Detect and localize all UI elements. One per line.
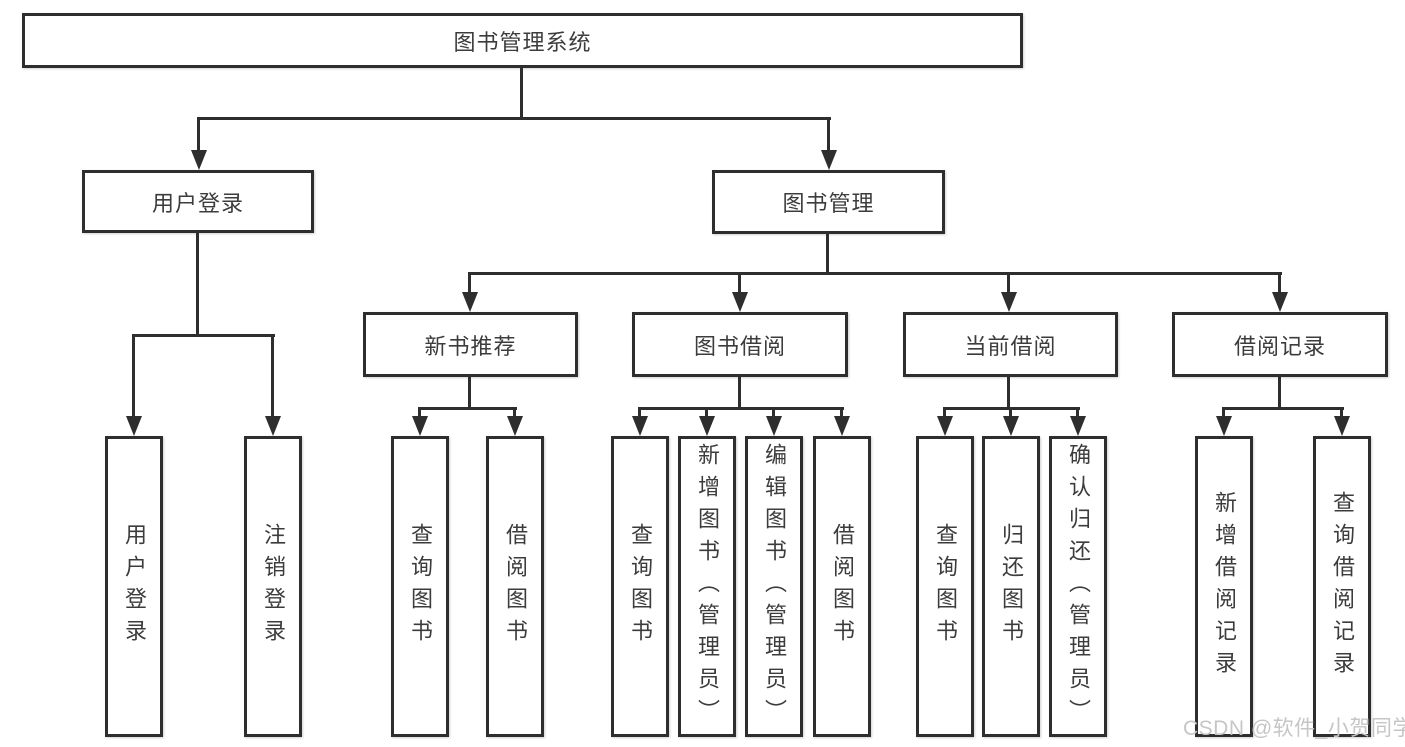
connector-arrow-line: [1007, 272, 1010, 295]
connector-vline: [738, 377, 741, 410]
connector-vline: [1278, 377, 1281, 410]
arrowhead-icon: [937, 416, 953, 436]
node-user-login-label: 用户登录: [151, 190, 244, 216]
arrowhead-icon: [1001, 292, 1017, 312]
leaf-borrow-books: 借阅图书: [813, 436, 871, 737]
arrowhead-icon: [1216, 416, 1232, 436]
connector-vline: [1007, 377, 1010, 410]
leaf-confirm-return-admin: 确认归还（管理员）: [1049, 436, 1107, 737]
connector-vline: [826, 234, 829, 275]
connector-hline: [418, 407, 517, 410]
connector-hline: [638, 407, 844, 410]
leaf-user-login-label: 用户登录: [122, 522, 147, 651]
arrowhead-icon: [632, 416, 648, 436]
arrowhead-icon: [699, 416, 715, 436]
node-book-borrow: 图书借阅: [632, 312, 848, 377]
connector-arrow-line: [943, 407, 946, 419]
leaf-return-book: 归还图书: [982, 436, 1040, 737]
connector-arrow-line: [418, 407, 421, 419]
connector-vline: [468, 377, 471, 410]
leaf-borrow-books-recommend: 借阅图书: [486, 436, 544, 737]
leaf-query-books-recommend-label: 查询图书: [408, 522, 433, 651]
node-borrow-records-label: 借阅记录: [1233, 333, 1326, 359]
arrowhead-icon: [1003, 416, 1019, 436]
node-root: 图书管理系统: [22, 13, 1023, 68]
connector-vline: [520, 68, 523, 120]
leaf-edit-book-admin-label: 编辑图书（管理员）: [762, 442, 787, 731]
arrowhead-icon: [462, 292, 478, 312]
leaf-edit-book-admin: 编辑图书（管理员）: [745, 436, 803, 737]
connector-hline: [197, 117, 831, 120]
arrowhead-icon: [412, 416, 428, 436]
connector-hline: [468, 272, 1282, 275]
arrowhead-icon: [821, 150, 837, 170]
connector-arrow-line: [271, 334, 274, 418]
node-root-label: 图书管理系统: [453, 29, 592, 55]
node-borrow-records: 借阅记录: [1172, 312, 1388, 377]
node-book-management: 图书管理: [712, 170, 945, 234]
connector-arrow-line: [772, 407, 775, 419]
connector-arrow-line: [705, 407, 708, 419]
connector-arrow-line: [1278, 272, 1281, 295]
node-new-book-recommend-label: 新书推荐: [424, 333, 517, 359]
arrowhead-icon: [732, 292, 748, 312]
leaf-query-books-recommend: 查询图书: [391, 436, 449, 737]
node-current-borrow: 当前借阅: [903, 312, 1118, 377]
leaf-query-books-borrow: 查询图书: [611, 436, 669, 737]
arrowhead-icon: [265, 416, 281, 436]
connector-arrow-line: [197, 117, 200, 153]
node-book-management-label: 图书管理: [782, 191, 875, 216]
leaf-confirm-return-admin-label: 确认归还（管理员）: [1066, 442, 1091, 731]
leaf-logout-label: 注销登录: [261, 522, 286, 651]
connector-arrow-line: [738, 272, 741, 295]
connector-arrow-line: [827, 117, 830, 153]
leaf-user-login: 用户登录: [105, 436, 163, 737]
node-current-borrow-label: 当前借阅: [964, 333, 1057, 359]
connector-hline: [132, 334, 275, 337]
arrowhead-icon: [191, 150, 207, 170]
leaf-add-borrow-record-label: 新增借阅记录: [1212, 490, 1237, 683]
leaf-borrow-books-label: 借阅图书: [830, 522, 855, 651]
arrowhead-icon: [126, 416, 142, 436]
leaf-add-book-admin: 新增图书（管理员）: [678, 436, 736, 737]
node-user-login: 用户登录: [82, 170, 314, 233]
arrowhead-icon: [1272, 292, 1288, 312]
connector-arrow-line: [1222, 407, 1225, 419]
leaf-query-books-current: 查询图书: [916, 436, 974, 737]
connector-arrow-line: [468, 272, 471, 295]
leaf-return-book-label: 归还图书: [999, 522, 1024, 651]
node-book-borrow-label: 图书借阅: [693, 333, 786, 359]
leaf-query-borrow-record-label: 查询借阅记录: [1330, 490, 1355, 683]
arrowhead-icon: [507, 416, 523, 436]
connector-arrow-line: [840, 407, 843, 419]
arrowhead-icon: [834, 416, 850, 436]
watermark: CSDN @软件_小贺同学: [1183, 717, 1405, 740]
connector-arrow-line: [638, 407, 641, 419]
connector-arrow-line: [132, 334, 135, 418]
connector-arrow-line: [1340, 407, 1343, 419]
connector-arrow-line: [513, 407, 516, 419]
leaf-add-book-admin-label: 新增图书（管理员）: [695, 442, 720, 731]
node-new-book-recommend: 新书推荐: [363, 312, 578, 377]
arrowhead-icon: [1334, 416, 1350, 436]
leaf-query-books-borrow-label: 查询图书: [628, 522, 653, 651]
connector-vline: [196, 233, 199, 337]
leaf-logout: 注销登录: [244, 436, 302, 737]
leaf-add-borrow-record: 新增借阅记录: [1195, 436, 1253, 737]
arrowhead-icon: [766, 416, 782, 436]
leaf-query-borrow-record: 查询借阅记录: [1313, 436, 1371, 737]
connector-hline: [1222, 407, 1344, 410]
leaf-query-books-current-label: 查询图书: [933, 522, 958, 651]
connector-arrow-line: [1009, 407, 1012, 419]
connector-arrow-line: [1076, 407, 1079, 419]
arrowhead-icon: [1070, 416, 1086, 436]
leaf-borrow-books-recommend-label: 借阅图书: [503, 522, 528, 651]
